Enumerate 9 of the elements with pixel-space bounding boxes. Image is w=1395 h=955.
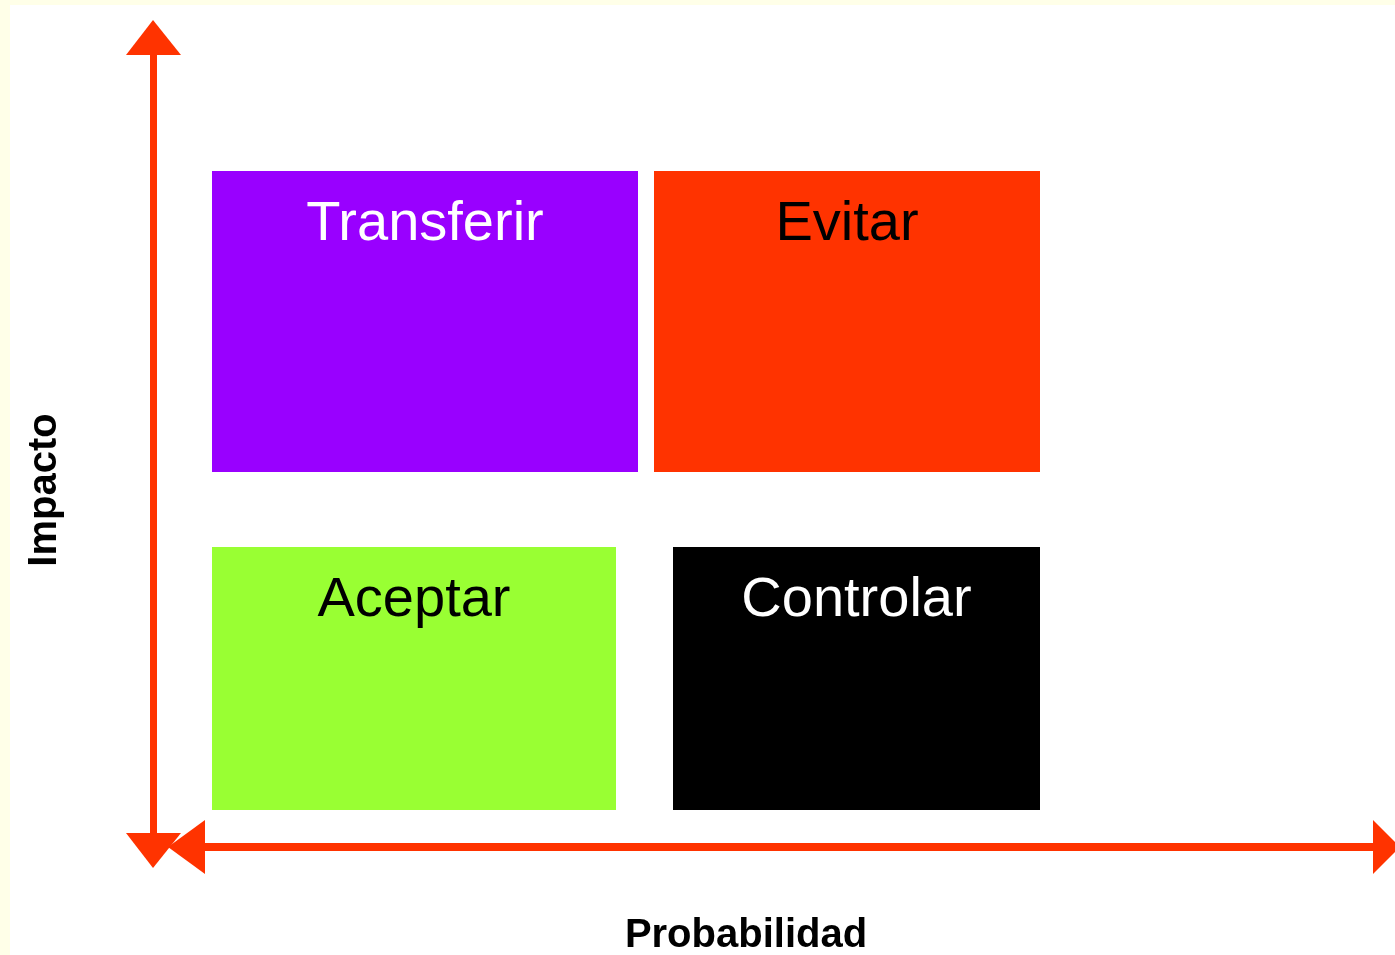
- quadrant-label: Transferir: [306, 193, 544, 249]
- quadrant-label: Controlar: [741, 569, 972, 625]
- quadrant-box: [673, 547, 1040, 810]
- quadrant-label: Evitar: [775, 193, 919, 249]
- quadrant-box: [654, 171, 1040, 472]
- quadrant-box: [212, 171, 638, 472]
- axis-title: Probabilidad: [624, 913, 868, 953]
- quadrant-box: [212, 547, 616, 810]
- axis-title: Impacto: [22, 413, 62, 567]
